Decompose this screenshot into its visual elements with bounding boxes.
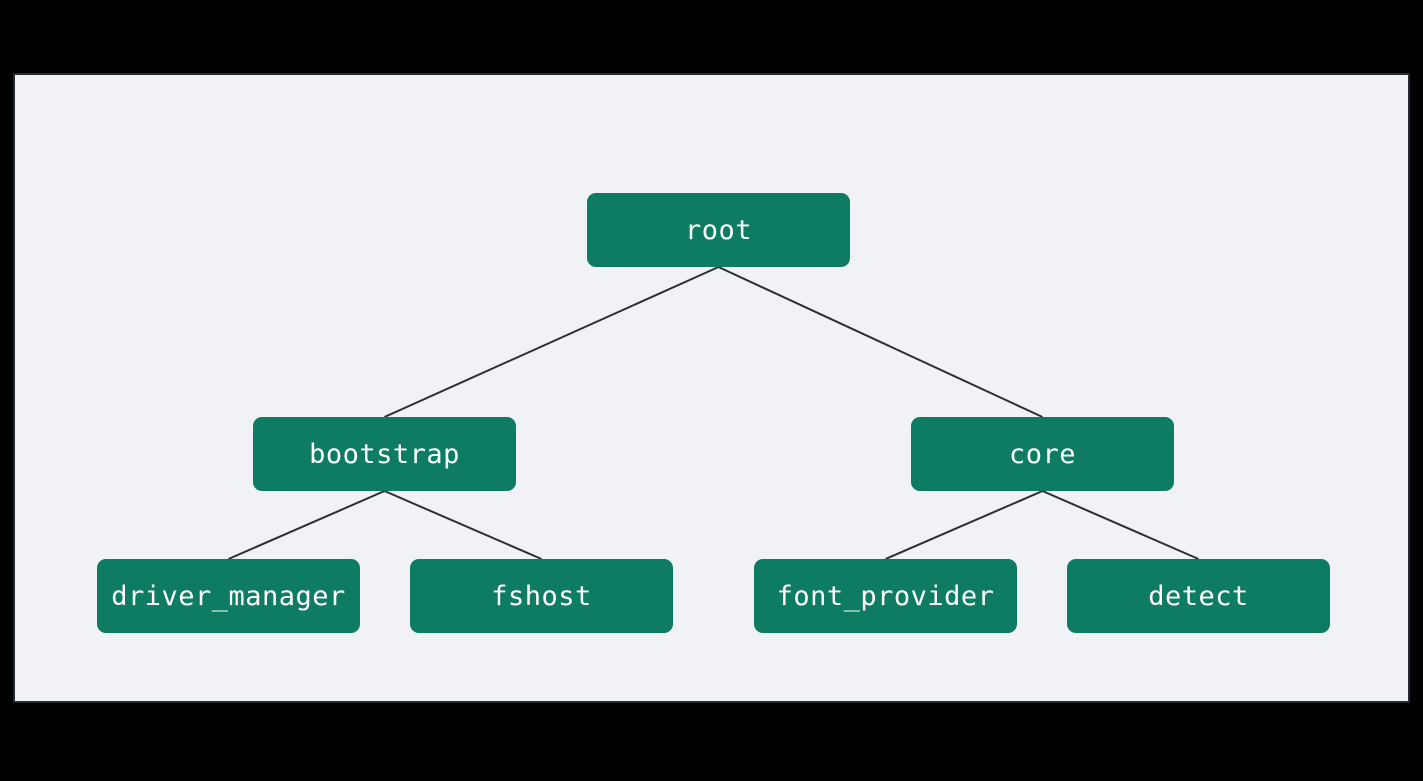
tree-node-root[interactable]: root (587, 193, 850, 267)
tree-node-label: core (1008, 438, 1077, 470)
tree-node-detect[interactable]: detect (1067, 559, 1330, 633)
tree-node-label: font_provider (776, 580, 995, 612)
edge-bootstrap-to-driver_manager (228, 490, 385, 560)
tree-node-bootstrap[interactable]: bootstrap (253, 417, 516, 491)
tree-node-label: driver_manager (111, 580, 346, 612)
edge-bootstrap-to-fshost (384, 490, 542, 560)
edge-core-to-font_provider (885, 490, 1043, 560)
tree-node-font_provider[interactable]: font_provider (754, 559, 1017, 633)
edge-core-to-detect (1042, 490, 1199, 560)
tree-node-core[interactable]: core (911, 417, 1174, 491)
tree-node-label: bootstrap (309, 438, 460, 470)
tree-node-label: root (684, 214, 753, 246)
edge-root-to-bootstrap (384, 266, 719, 418)
tree-node-fshost[interactable]: fshost (410, 559, 673, 633)
tree-node-label: detect (1148, 580, 1249, 612)
diagram-canvas: root bootstrap core driver_manager fshost fon… (13, 73, 1410, 703)
tree-node-driver_manager[interactable]: driver_manager (97, 559, 360, 633)
edge-root-to-core (718, 266, 1043, 418)
tree-node-label: fshost (491, 580, 592, 612)
